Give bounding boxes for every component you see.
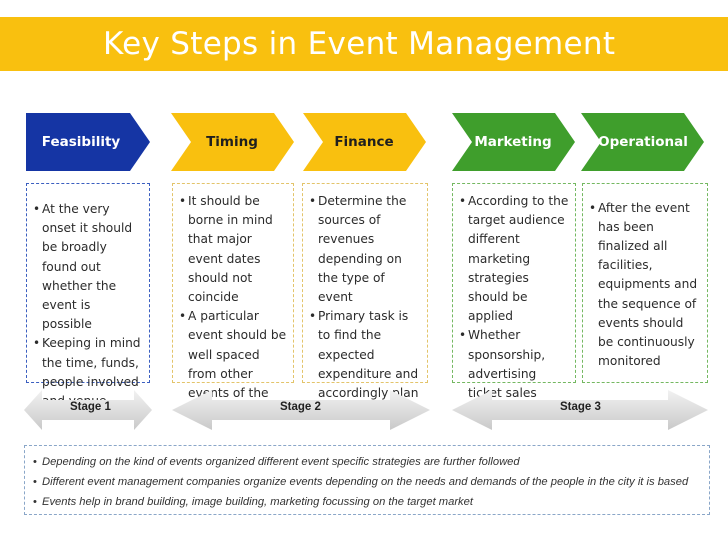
operational-details: After the event has been finalized all f… [582, 183, 708, 383]
step-marketing-label: Marketing [474, 134, 552, 150]
stage-3-label: Stage 3 [560, 401, 601, 413]
finance-details: Determine the sources of revenues depend… [302, 183, 428, 419]
chevron-shape [303, 113, 426, 171]
chevron-shape [171, 113, 294, 171]
step-operational-label: Operational [598, 134, 688, 150]
step-timing-label: Timing [206, 134, 258, 150]
stage-1-arrow: Stage 1 [24, 389, 152, 431]
step-finance-label: Finance [334, 134, 394, 150]
stage-1-label: Stage 1 [70, 401, 111, 413]
list-item: Determine the sources of revenues depend… [309, 192, 421, 307]
step-marketing-chevron: Marketing [452, 113, 578, 171]
stage-3-arrow: Stage 3 [452, 389, 708, 431]
feasibility-details: At the very onset it should be broadly f… [26, 183, 150, 408]
step-finance-chevron: Finance [303, 113, 429, 171]
list-item: According to the target audience differe… [459, 192, 569, 326]
double-arrow-icon [452, 390, 708, 430]
step-feasibility-chevron: Feasibility [26, 113, 152, 171]
double-arrow-icon [24, 390, 152, 430]
list-item: After the event has been finalized all f… [589, 199, 701, 372]
title-bar [0, 17, 728, 71]
chevron-shape [26, 113, 150, 171]
list-item: It should be borne in mind that major ev… [179, 192, 287, 307]
double-arrow-icon [172, 390, 430, 430]
step-timing-chevron: Timing [171, 113, 297, 171]
note-item: Events help in brand building, image bui… [33, 492, 701, 512]
page-title: Key Steps in Event Management [103, 26, 616, 62]
list-item: Whether sponsorship, advertising ticket … [459, 326, 569, 403]
note-item: Depending on the kind of events organize… [33, 452, 701, 472]
stage-2-label: Stage 2 [280, 401, 321, 413]
stage-2-arrow: Stage 2 [172, 389, 430, 431]
timing-details: It should be borne in mind that major ev… [172, 183, 294, 419]
step-feasibility-label: Feasibility [41, 134, 121, 150]
step-operational-chevron: Operational [581, 113, 707, 171]
chevron-shape [581, 113, 704, 171]
chevron-shape [452, 113, 575, 171]
marketing-details: According to the target audience differe… [452, 183, 576, 400]
list-item: At the very onset it should be broadly f… [33, 200, 143, 334]
notes-box: Depending on the kind of events organize… [24, 445, 710, 515]
note-item: Different event management companies org… [33, 472, 701, 492]
